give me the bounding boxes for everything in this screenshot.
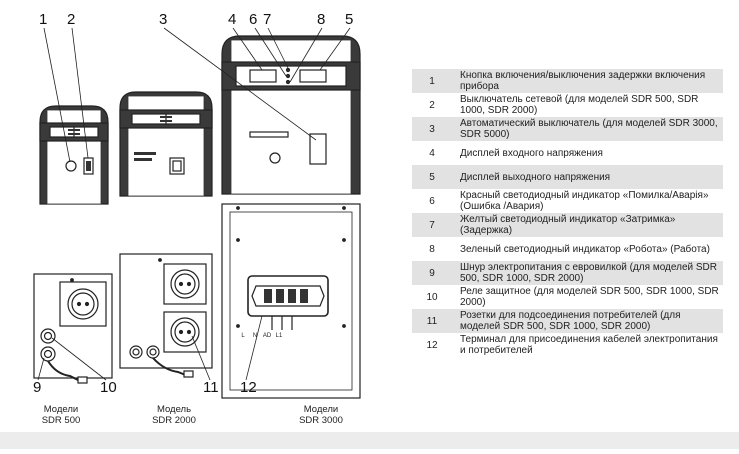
legend-row: 6 Красный светодиодный индикатор «Помилка… bbox=[412, 189, 723, 213]
callout-2: 2 bbox=[67, 11, 76, 28]
legend-number: 12 bbox=[426, 339, 438, 351]
model-caption-sdr500: Модели SDR 500 bbox=[21, 404, 101, 426]
legend-row: 12 Терминал для присоединения кабелей эле… bbox=[412, 333, 723, 357]
legend-description: Желтый светодиодный индикатор «Затримка»… bbox=[452, 213, 723, 237]
legend-number: 10 bbox=[426, 291, 438, 303]
model-caption-line2: SDR 3000 bbox=[299, 415, 343, 426]
legend-number: 1 bbox=[412, 69, 452, 93]
callout-4: 4 bbox=[228, 11, 237, 28]
legend-description: Розетки для подсоединения потребителей (… bbox=[452, 309, 723, 333]
legend-number: 11 bbox=[412, 309, 452, 333]
callout-1: 1 bbox=[39, 11, 48, 28]
legend-description: Выключатель сетевой (для моделей SDR 500… bbox=[460, 94, 699, 116]
legend-description: Терминал для присоединения кабелей элект… bbox=[460, 334, 718, 356]
legend-number: 3 bbox=[412, 117, 452, 141]
legend-description: Автоматический выключатель (для моделей … bbox=[452, 117, 723, 141]
callout-12: 12 bbox=[240, 379, 257, 396]
model-caption-line1: Модели bbox=[43, 404, 79, 415]
sdr2000-front bbox=[119, 91, 213, 197]
terminal-label-l1: L1 bbox=[275, 333, 283, 339]
legend-description: Кнопка включения/выключения задержки вкл… bbox=[452, 69, 723, 93]
legend-number: 7 bbox=[412, 213, 452, 237]
legend-number: 6 bbox=[429, 195, 435, 207]
callout-9: 9 bbox=[33, 379, 42, 396]
callout-8: 8 bbox=[317, 11, 326, 28]
legend-description: Красный светодиодный индикатор «Помилка/… bbox=[460, 190, 709, 212]
model-caption-line1: Модель bbox=[156, 404, 192, 415]
sdr3000-back bbox=[221, 203, 361, 399]
legend-number: 2 bbox=[429, 99, 435, 111]
legend-description: Зеленый светодиодный индикатор «Робота» … bbox=[460, 243, 710, 255]
sdr500-front bbox=[39, 105, 109, 205]
callout-5: 5 bbox=[345, 11, 354, 28]
model-caption-sdr3000: Модели SDR 3000 bbox=[281, 404, 361, 426]
terminal-label-ad: AD bbox=[262, 333, 272, 339]
callout-10: 10 bbox=[100, 379, 117, 396]
model-caption-line2: SDR 500 bbox=[41, 415, 81, 426]
legend-description: Дисплей выходного напряжения bbox=[452, 165, 723, 189]
legend-number: 8 bbox=[429, 243, 435, 255]
legend-number: 9 bbox=[412, 261, 452, 285]
callout-11: 11 bbox=[203, 379, 219, 396]
legend-number: 5 bbox=[412, 165, 452, 189]
bottom-strip bbox=[0, 432, 739, 449]
sdr500-back bbox=[33, 273, 113, 384]
legend-number: 4 bbox=[429, 147, 435, 159]
legend-row: 8 Зеленый светодиодный индикатор «Робота»… bbox=[412, 237, 723, 261]
callout-3: 3 bbox=[159, 11, 168, 28]
legend-row: 10 Реле защитное (для моделей SDR 500, SD… bbox=[412, 285, 723, 309]
legend-description: Шнур электропитания с евровилкой (для мо… bbox=[452, 261, 723, 285]
legend-description: Реле защитное (для моделей SDR 500, SDR … bbox=[460, 286, 719, 308]
terminal-label-n: N bbox=[252, 333, 258, 339]
callout-7: 7 bbox=[263, 11, 272, 28]
sdr2000-back bbox=[119, 253, 213, 378]
legend-row: 4 Дисплей входного напряжения bbox=[412, 141, 723, 165]
leader-lines bbox=[37, 27, 351, 381]
legend-row: 2 Выключатель сетевой (для моделей SDR 50… bbox=[412, 93, 723, 117]
model-caption-sdr2000: Модель SDR 2000 bbox=[134, 404, 214, 426]
model-caption-line1: Модели bbox=[303, 404, 339, 415]
legend-description: Дисплей входного напряжения bbox=[460, 147, 603, 159]
sdr3000-front bbox=[221, 35, 361, 195]
model-caption-line2: SDR 2000 bbox=[152, 415, 196, 426]
terminal-label-l: L bbox=[241, 333, 245, 339]
callout-6: 6 bbox=[249, 11, 258, 28]
